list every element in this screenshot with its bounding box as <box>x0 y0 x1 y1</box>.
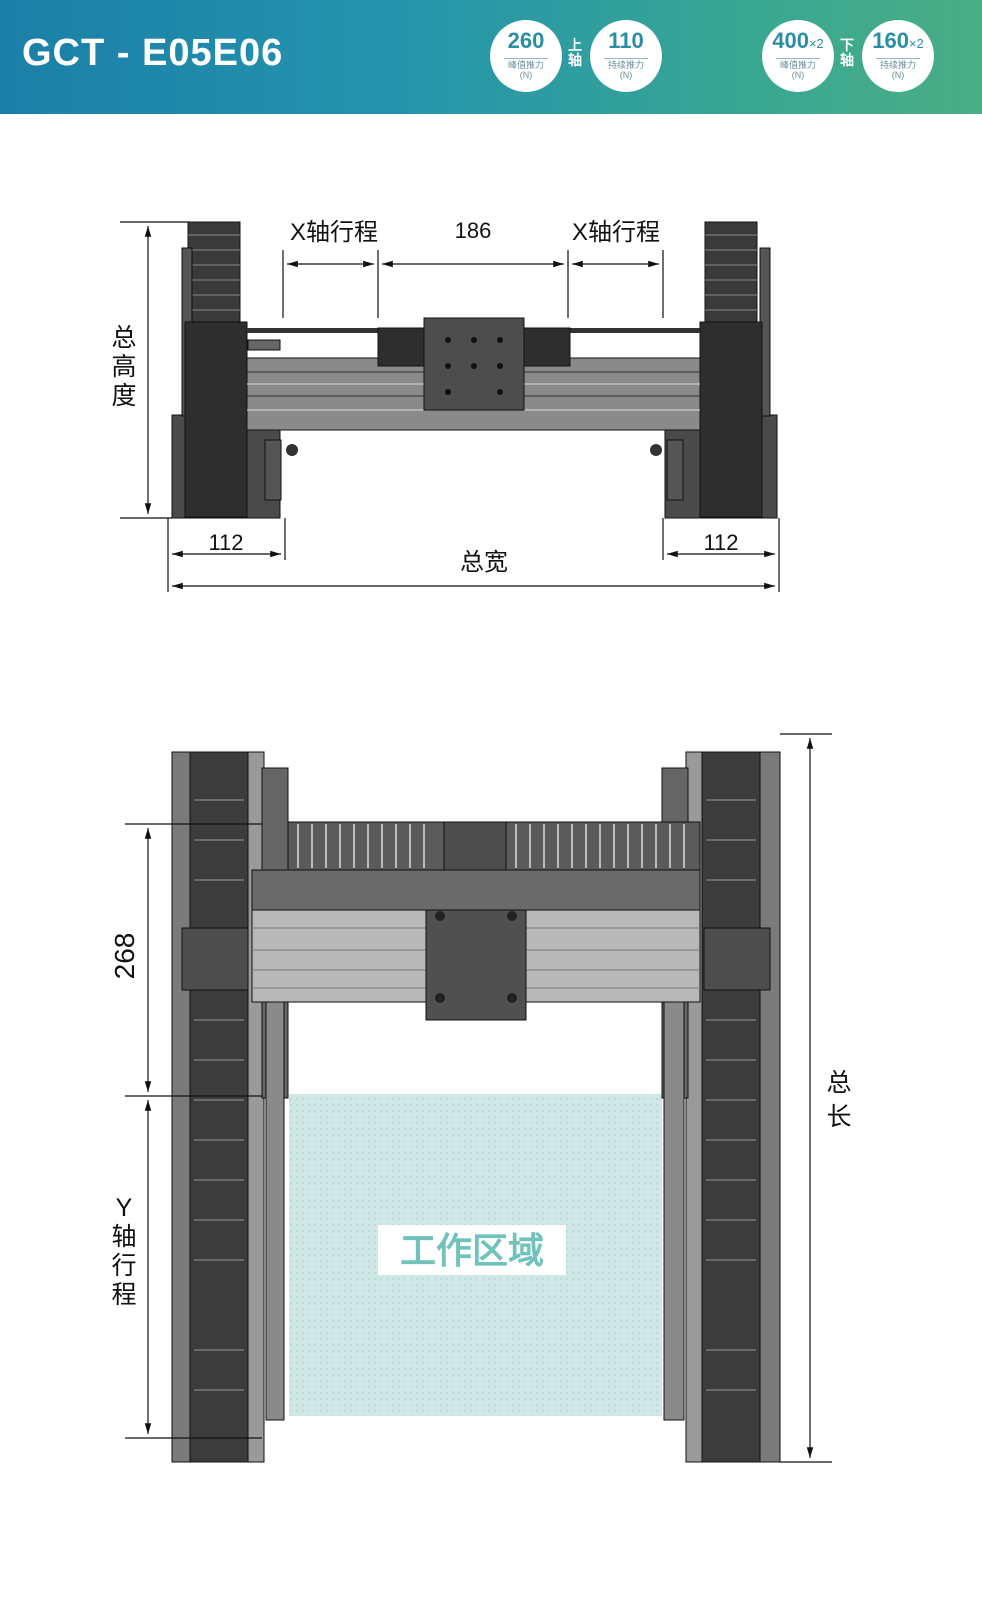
right-y-carriage <box>703 927 771 991</box>
total-width-label: 总宽 <box>460 549 508 576</box>
total-height-label: 总 高 度 <box>111 324 137 410</box>
right-width-label: 112 <box>703 530 738 555</box>
work-area-label: 工作区域 <box>400 1230 544 1271</box>
y-chain-links <box>194 799 756 1391</box>
badge-upper-peak-force: 260 峰值推力 (N) <box>490 20 562 92</box>
right-column <box>650 247 778 519</box>
upper-axis-label: 上 轴 <box>568 37 582 68</box>
badge-label: 峰值推力 <box>507 60 544 70</box>
left-column <box>171 247 298 519</box>
badge-label: 持续推力 <box>607 60 644 70</box>
work-area-label-box <box>378 1225 566 1275</box>
right-cable-chain <box>704 221 758 323</box>
lower-axis-label: 下 轴 <box>840 37 854 68</box>
top-view-dimension-lines <box>125 733 832 1463</box>
dimension-lines <box>120 221 780 592</box>
badge-value: 260 <box>507 28 545 53</box>
dimension-268-label: 268 <box>109 933 140 980</box>
top-view-drawing: 工作区域 <box>109 733 832 1463</box>
badge-upper-continuous-force: 110 持续推力 (N) <box>590 20 662 92</box>
badge-value: 160×2 <box>872 28 924 53</box>
left-y-carriage <box>181 927 249 991</box>
header-banner: GCT - E05E06 260 峰值推力 (N) 上 轴 110 持续推力 (… <box>0 0 982 114</box>
total-length-label: 总 长 <box>826 1069 852 1131</box>
badge-label: 持续推力 <box>879 60 916 70</box>
badge-lower-continuous-force: 160×2 持续推力 (N) <box>862 20 934 92</box>
badge-value: 400×2 <box>772 28 824 53</box>
badge-label: 峰值推力 <box>779 60 816 70</box>
left-width-label: 112 <box>208 530 243 555</box>
product-title: GCT - E05E06 <box>22 32 284 74</box>
x-axis-carriage <box>423 317 525 411</box>
badge-unit: (N) <box>519 70 533 80</box>
left-cable-chain <box>187 221 241 323</box>
badge-unit: (N) <box>891 70 905 80</box>
x-carriage-top <box>425 909 527 1021</box>
x-stroke-left-label: X轴行程 <box>290 219 378 246</box>
front-view-drawing: X轴行程 186 X轴行程 112 112 总宽 <box>120 218 780 592</box>
badge-value: 110 <box>608 28 644 53</box>
center-dimension-label: 186 <box>455 218 492 243</box>
left-y-rail <box>171 751 289 1463</box>
badge-unit: (N) <box>619 70 633 80</box>
badge-unit: (N) <box>791 70 805 80</box>
x-stroke-right-label: X轴行程 <box>572 219 660 246</box>
badge-lower-peak-force: 400×2 峰值推力 (N) <box>762 20 834 92</box>
y-stroke-label: Y 轴 行 程 <box>111 1194 137 1309</box>
